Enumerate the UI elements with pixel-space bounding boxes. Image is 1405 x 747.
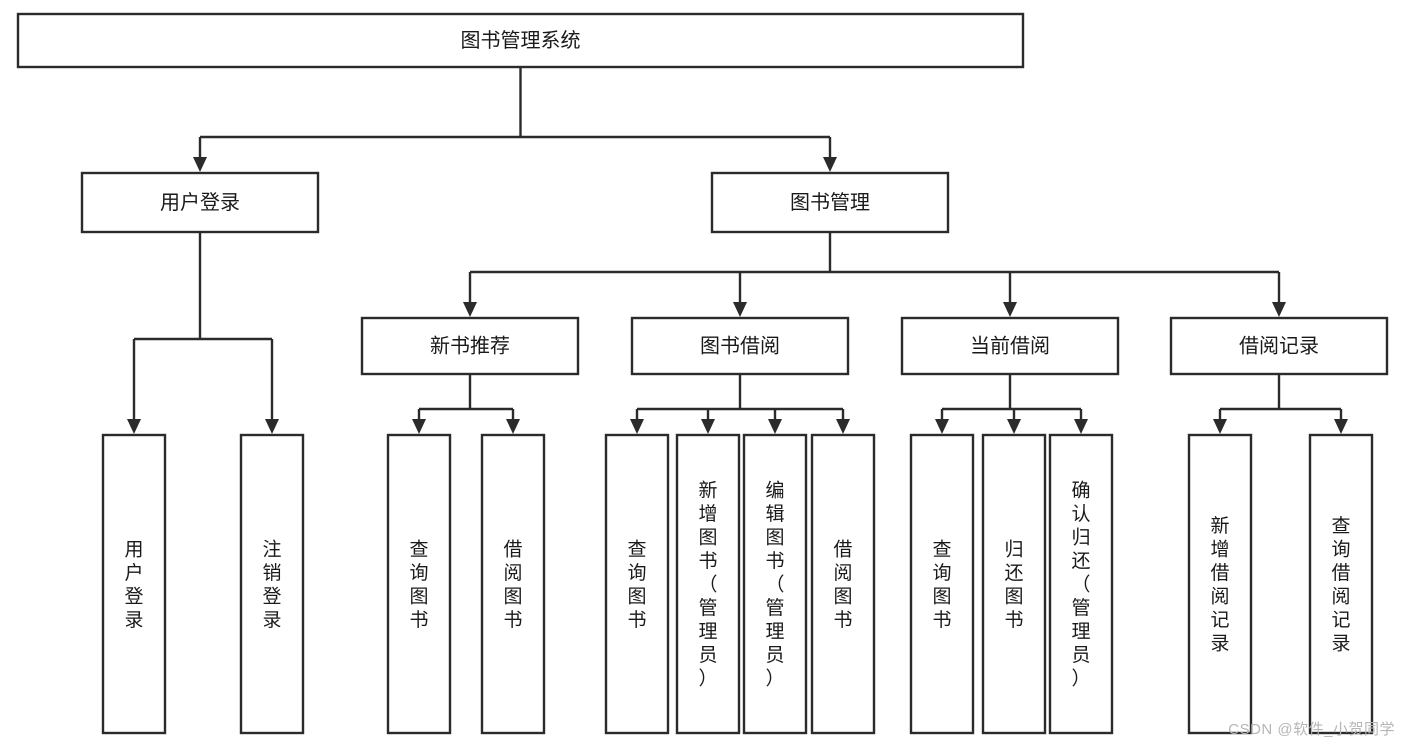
node-leaf-edit-book[interactable]: 编辑图书（管理员）: [742, 433, 808, 735]
node-leaf-query-record[interactable]: 查询借阅记录: [1308, 433, 1374, 735]
node-label: 借阅记录: [1239, 334, 1319, 357]
arrow-head-icon: [193, 157, 207, 172]
node-box: [480, 433, 546, 735]
node-label: 归还图书: [1004, 538, 1023, 631]
node-box: [810, 433, 876, 735]
watermark-text: CSDN @软件_小贺同学: [1228, 721, 1395, 738]
node-root[interactable]: 图书管理系统: [16, 12, 1025, 69]
node-label: 新增图书（管理员）: [698, 480, 717, 690]
node-label: 图书借阅: [700, 334, 780, 357]
arrow-head-icon: [836, 419, 850, 434]
node-label: 用户登录: [160, 191, 240, 214]
node-current-borrow[interactable]: 当前借阅: [900, 316, 1120, 376]
node-label: 当前借阅: [970, 334, 1050, 357]
node-leaf-borrow-book-1[interactable]: 借阅图书: [480, 433, 546, 735]
node-box: [1169, 316, 1389, 376]
node-label: 查询图书: [932, 538, 951, 631]
node-label: 借阅图书: [833, 538, 852, 631]
node-box: [900, 316, 1120, 376]
node-new-book-recommend[interactable]: 新书推荐: [360, 316, 580, 376]
node-user-login[interactable]: 用户登录: [80, 171, 320, 234]
node-leaf-query-book-1[interactable]: 查询图书: [386, 433, 452, 735]
node-label: 新书推荐: [430, 334, 510, 357]
arrow-head-icon: [935, 419, 949, 434]
node-box: [1308, 433, 1374, 735]
node-leaf-add-record[interactable]: 新增借阅记录: [1187, 433, 1253, 735]
arrow-head-icon: [1003, 302, 1017, 317]
arrow-head-icon: [1007, 419, 1021, 434]
arrow-head-icon: [1074, 419, 1088, 434]
node-box: [386, 433, 452, 735]
node-box: [675, 433, 741, 735]
arrow-head-icon: [701, 419, 715, 434]
arrow-head-icon: [768, 419, 782, 434]
arrow-head-icon: [127, 419, 141, 434]
node-box: [1048, 433, 1114, 735]
node-box: [239, 433, 305, 735]
arrow-head-icon: [630, 419, 644, 434]
arrow-head-icon: [506, 419, 520, 434]
node-box: [101, 433, 167, 735]
node-box: [981, 433, 1047, 735]
node-label: 新增借阅记录: [1210, 515, 1229, 655]
node-label: 编辑图书（管理员）: [765, 480, 784, 690]
node-box: [16, 12, 1025, 69]
node-leaf-borrow-book-2[interactable]: 借阅图书: [810, 433, 876, 735]
node-leaf-return-book[interactable]: 归还图书: [981, 433, 1047, 735]
node-label: 借阅图书: [503, 538, 522, 631]
arrow-head-icon: [1334, 419, 1348, 434]
node-label: 图书管理系统: [461, 29, 581, 52]
node-label: 注销登录: [262, 538, 281, 631]
node-box: [360, 316, 580, 376]
node-box: [742, 433, 808, 735]
node-box: [909, 433, 975, 735]
node-box: [1187, 433, 1253, 735]
arrow-head-icon: [265, 419, 279, 434]
node-leaf-query-book-3[interactable]: 查询图书: [909, 433, 975, 735]
node-box: [710, 171, 950, 234]
node-label: 图书管理: [790, 191, 870, 214]
node-label: 查询借阅记录: [1331, 515, 1350, 655]
connectors-layer: [127, 67, 1348, 434]
nodes-layer: 图书管理系统用户登录图书管理新书推荐图书借阅当前借阅借阅记录用户登录注销登录查询…: [16, 12, 1389, 735]
arrow-head-icon: [1213, 419, 1227, 434]
node-leaf-user-login[interactable]: 用户登录: [101, 433, 167, 735]
node-label: 查询图书: [409, 538, 428, 631]
node-box: [604, 433, 670, 735]
node-box: [630, 316, 850, 376]
node-book-borrow[interactable]: 图书借阅: [630, 316, 850, 376]
arrow-head-icon: [412, 419, 426, 434]
node-leaf-query-book-2[interactable]: 查询图书: [604, 433, 670, 735]
arrow-head-icon: [823, 157, 837, 172]
node-borrow-record[interactable]: 借阅记录: [1169, 316, 1389, 376]
arrow-head-icon: [733, 302, 747, 317]
node-label: 查询图书: [627, 538, 646, 631]
node-leaf-add-book[interactable]: 新增图书（管理员）: [675, 433, 741, 735]
node-label: 确认归还（管理员）: [1071, 480, 1090, 690]
node-leaf-confirm-return[interactable]: 确认归还（管理员）: [1048, 433, 1114, 735]
node-leaf-user-logout[interactable]: 注销登录: [239, 433, 305, 735]
node-box: [80, 171, 320, 234]
node-book-manage[interactable]: 图书管理: [710, 171, 950, 234]
node-label: 用户登录: [124, 539, 143, 631]
arrow-head-icon: [463, 302, 477, 317]
arrow-head-icon: [1272, 302, 1286, 317]
